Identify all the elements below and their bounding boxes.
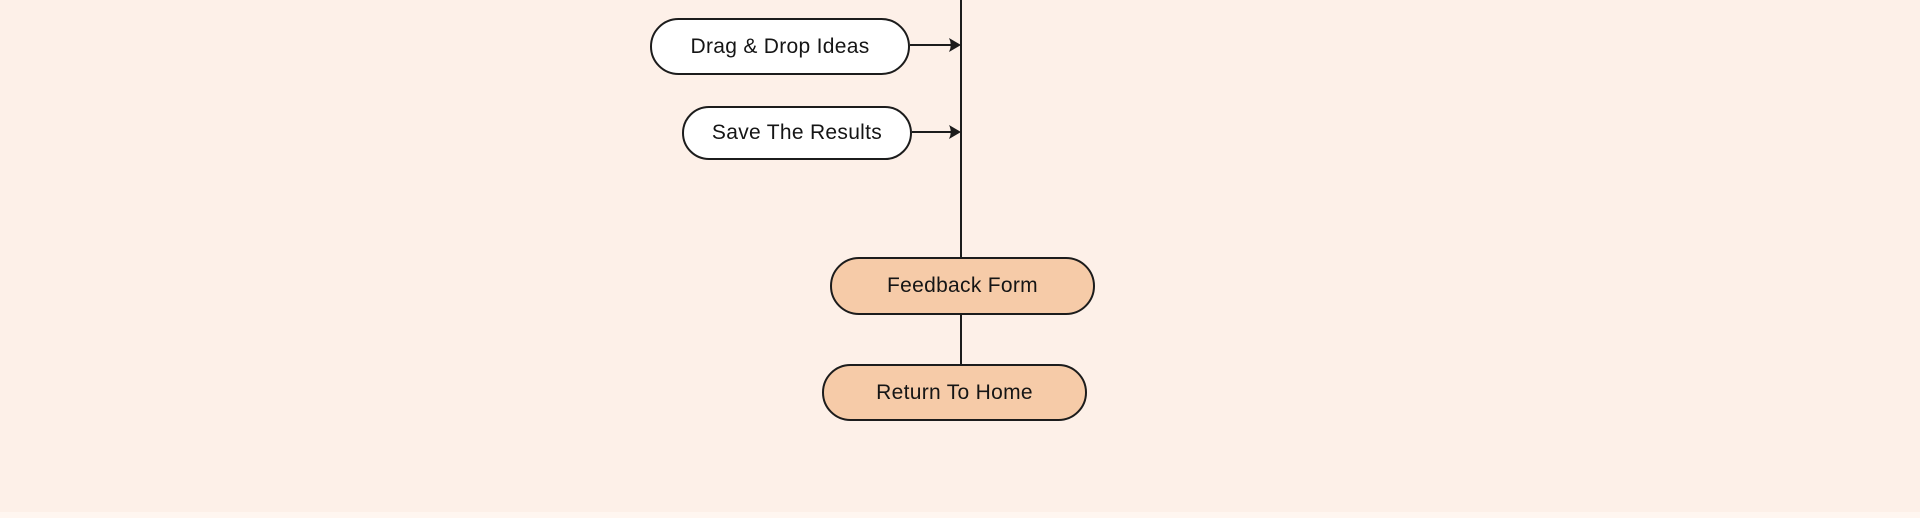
- main-trunk-line: [960, 0, 962, 258]
- edge-feedback-to-return: [960, 315, 962, 364]
- canvas-bottom-edge: [0, 512, 1920, 518]
- node-drag-drop-ideas[interactable]: Drag & Drop Ideas: [650, 18, 910, 75]
- arrowhead-icon: [949, 124, 961, 140]
- node-feedback-form[interactable]: Feedback Form: [830, 257, 1095, 315]
- edge-drag-drop-to-trunk: [910, 44, 952, 46]
- node-return-to-home[interactable]: Return To Home: [822, 364, 1087, 421]
- node-save-the-results[interactable]: Save The Results: [682, 106, 912, 160]
- arrowhead-icon: [949, 37, 961, 53]
- edge-save-results-to-trunk: [912, 131, 952, 133]
